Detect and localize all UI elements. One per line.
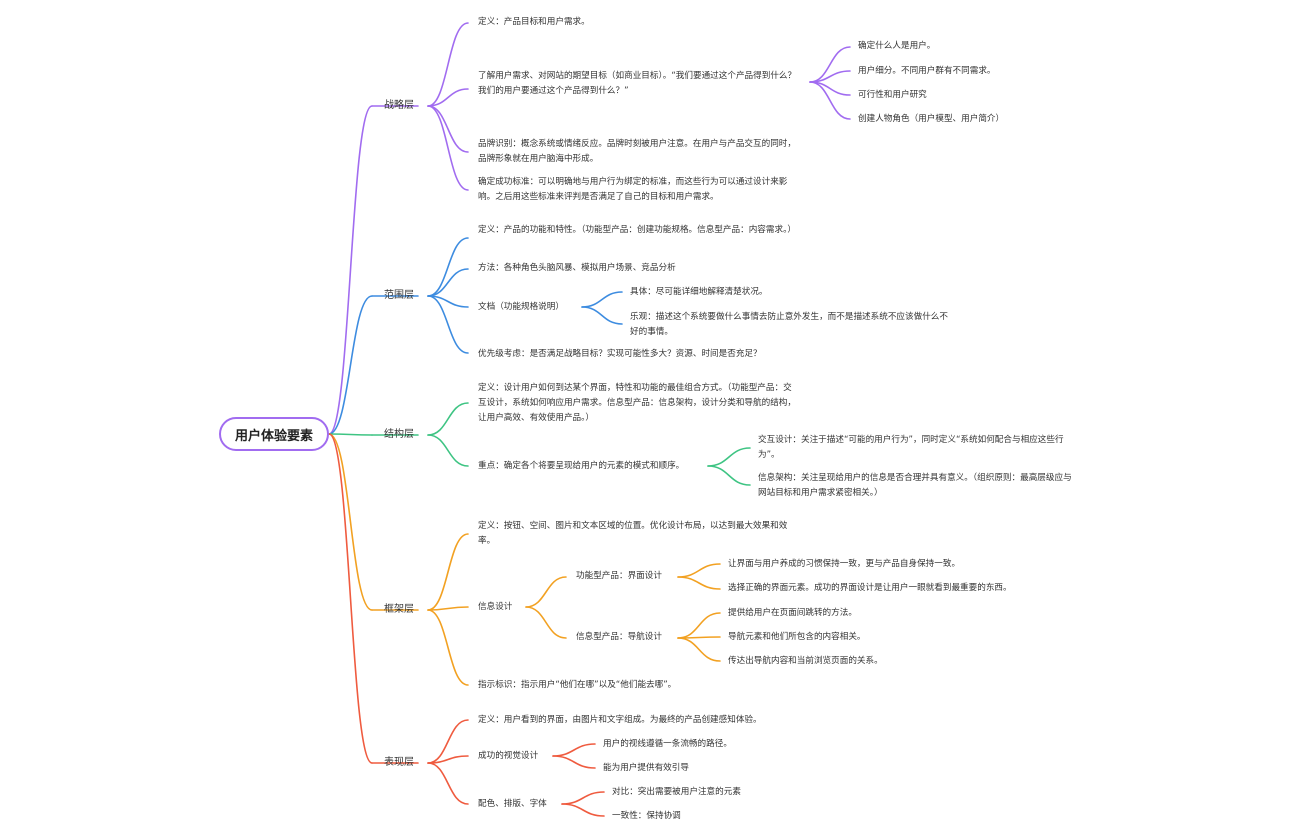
strategy-understand-child[interactable]: 确定什么人是用户。 — [858, 41, 936, 51]
link-scope-item — [427, 268, 469, 297]
skeleton-informational-child[interactable]: 传达出导航内容和当前浏览页面的关系。 — [728, 656, 883, 666]
scope-priority[interactable]: 优先级考虑：是否满足战略目标？实现可能性多大？资源、时间是否充足？ — [478, 349, 762, 359]
link-functional-child — [677, 576, 721, 590]
surface-color-type-child[interactable]: 一致性：保持协调 — [612, 811, 681, 821]
surface-definition[interactable]: 定义：用户看到的界面，由图片和文字组成。为最终的产品创建感知体验。 — [478, 715, 762, 725]
scope-method[interactable]: 方法：各种角色头脑风暴、模拟用户场景、竞品分析 — [478, 263, 676, 273]
link-scope-item — [427, 237, 469, 297]
link-surface-item — [427, 755, 469, 764]
link-surface-item — [427, 762, 469, 805]
link-doc-child — [581, 291, 623, 308]
link-understand-child — [809, 81, 851, 120]
link-visual-child — [552, 755, 596, 769]
scope-doc[interactable]: 文档（功能规格说明） — [478, 302, 564, 312]
surface-color-type-child[interactable]: 对比：突出需要被用户注意的元素 — [612, 787, 741, 797]
strategy-understand-child[interactable]: 用户细分。不同用户群有不同需求。 — [858, 66, 996, 76]
link-scope-item — [427, 295, 469, 354]
link-informational-child — [677, 612, 721, 639]
link-color-type-child — [561, 803, 605, 817]
skeleton-functional-child[interactable]: 选择正确的界面元素。成功的界面设计是让用户一眼就看到最重要的东西。 — [728, 583, 1012, 593]
branch-scope[interactable]: 范围层 — [384, 290, 414, 301]
branch-surface[interactable]: 表现层 — [384, 757, 414, 768]
link-strategy-item — [427, 22, 469, 107]
skeleton-informational[interactable]: 信息型产品：导航设计 — [576, 632, 662, 642]
link-skeleton-item — [427, 533, 469, 611]
strategy-success[interactable]: 确定成功标准：可以明确地与用户行为绑定的标准，而这些行为可以通过设计来影响。之后… — [478, 177, 788, 202]
strategy-understand[interactable]: 了解用户需求、对网站的期望目标（如商业目标）。“我们要通过这个产品得到什么？我们… — [478, 71, 797, 96]
strategy-understand-child[interactable]: 可行性和用户研究 — [858, 90, 927, 100]
surface-visual-child[interactable]: 能为用户提供有效引导 — [603, 763, 689, 773]
structure-key-child[interactable]: 交互设计：关注于描述“可能的用户行为”，同时定义“系统如何配合与相应这些行为”。 — [758, 435, 1064, 460]
link-root-structure — [328, 433, 373, 436]
link-functional-child — [677, 563, 721, 578]
skeleton-wayfinding[interactable]: 指示标识：指示用户“他们在哪”以及“他们能去哪”。 — [478, 680, 677, 690]
structure-definition[interactable]: 定义：设计用户如何到达某个界面，特性和功能的最佳组合方式。（功能型产品：交互设计… — [478, 383, 796, 423]
link-skeleton-item — [427, 606, 469, 611]
link-strategy-item — [427, 105, 469, 191]
scope-doc-child[interactable]: 乐观：描述这个系统要做什么事情去防止意外发生，而不是描述系统不应该做什么不好的事… — [630, 312, 948, 337]
link-root-surface — [328, 433, 373, 764]
link-root-skeleton — [328, 433, 373, 611]
branch-skeleton[interactable]: 框架层 — [384, 604, 414, 615]
surface-visual-child[interactable]: 用户的视线遵循一条流畅的路径。 — [603, 739, 732, 749]
strategy-definition[interactable]: 定义：产品目标和用户需求。 — [478, 17, 590, 27]
skeleton-informational-child[interactable]: 导航元素和他们所包含的内容相关。 — [728, 632, 866, 642]
skeleton-informational-child[interactable]: 提供给用户在页面间跳转的方法。 — [728, 608, 857, 618]
scope-doc-child[interactable]: 具体：尽可能详细地解释清楚状况。 — [630, 287, 768, 297]
branch-strategy[interactable]: 战略层 — [384, 100, 414, 111]
skeleton-definition[interactable]: 定义：按钮、空间、图片和文本区域的位置。优化设计布局，以达到最大效果和效率。 — [478, 521, 788, 546]
link-info-design-child — [525, 576, 567, 608]
link-doc-child — [581, 306, 623, 325]
link-structure-item — [427, 434, 469, 467]
skeleton-functional-child[interactable]: 让界面与用户养成的习惯保持一致，更与产品自身保持一致。 — [728, 559, 961, 569]
link-strategy-item — [427, 88, 469, 107]
root-node[interactable]: 用户体验要素 — [219, 417, 329, 451]
strategy-brand[interactable]: 品牌识别：概念系统或情绪反应。品牌时刻被用户注意。在用户与产品交互的同时，品牌形… — [478, 139, 796, 164]
skeleton-info-design[interactable]: 信息设计 — [478, 602, 513, 612]
strategy-understand-child[interactable]: 创建人物角色（用户模型、用户简介） — [858, 114, 1005, 124]
link-color-type-child — [561, 791, 605, 805]
link-strategy-item — [427, 105, 469, 153]
link-skeleton-item — [427, 609, 469, 686]
link-structure-item — [427, 402, 469, 436]
link-surface-item — [427, 719, 469, 764]
link-key-child — [707, 465, 751, 486]
structure-key[interactable]: 重点：确定各个将要呈现给用户的元素的模式和顺序。 — [478, 461, 685, 471]
link-visual-child — [552, 743, 596, 757]
link-root-strategy — [328, 105, 373, 435]
branch-structure[interactable]: 结构层 — [384, 429, 414, 440]
link-root-scope — [328, 295, 373, 435]
skeleton-functional[interactable]: 功能型产品：界面设计 — [576, 571, 662, 581]
link-info-design-child — [525, 606, 567, 639]
scope-definition[interactable]: 定义：产品的功能和特性。（功能型产品：创建功能规格。信息型产品：内容需求。） — [478, 225, 796, 235]
link-informational-child — [677, 637, 721, 662]
surface-visual[interactable]: 成功的视觉设计 — [478, 751, 539, 761]
link-key-child — [707, 447, 751, 467]
surface-color-type[interactable]: 配色、排版、字体 — [478, 799, 547, 809]
structure-key-child[interactable]: 信息架构：关注呈现给用户的信息是否合理并具有意义。（组织原则：最高层级应与网站目… — [758, 473, 1072, 498]
